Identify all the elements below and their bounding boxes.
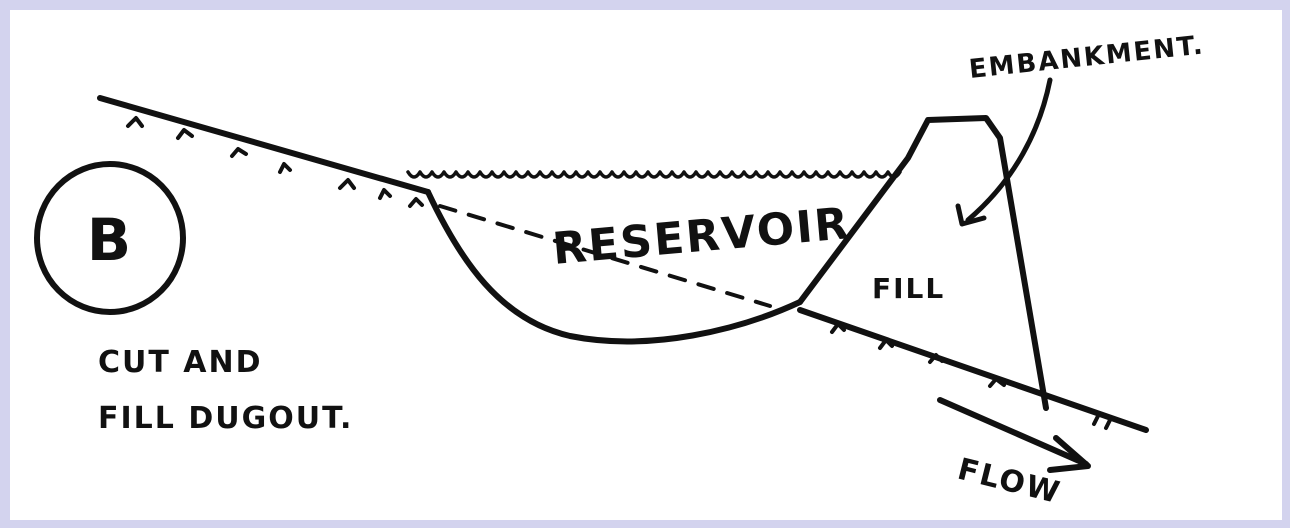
caption-line-1: CUT AND [98,345,263,380]
section-badge: B [37,164,183,312]
embankment-outline [800,118,1046,408]
dugout-sketch: B CUT AND FILL DUGOUT. RESERVOIR EMBANKM… [10,10,1282,520]
label-embankment: EMBANKMENT. [968,30,1206,85]
grass-marks-left [128,118,422,206]
diagram-canvas: B CUT AND FILL DUGOUT. RESERVOIR EMBANKM… [10,10,1282,520]
caption-line-2: FILL DUGOUT. [98,401,353,436]
label-fill: FILL [872,272,945,305]
badge-letter: B [87,206,133,274]
water-surface [408,172,900,177]
label-reservoir: RESERVOIR [551,198,853,275]
label-flow: FLOW [954,452,1064,511]
